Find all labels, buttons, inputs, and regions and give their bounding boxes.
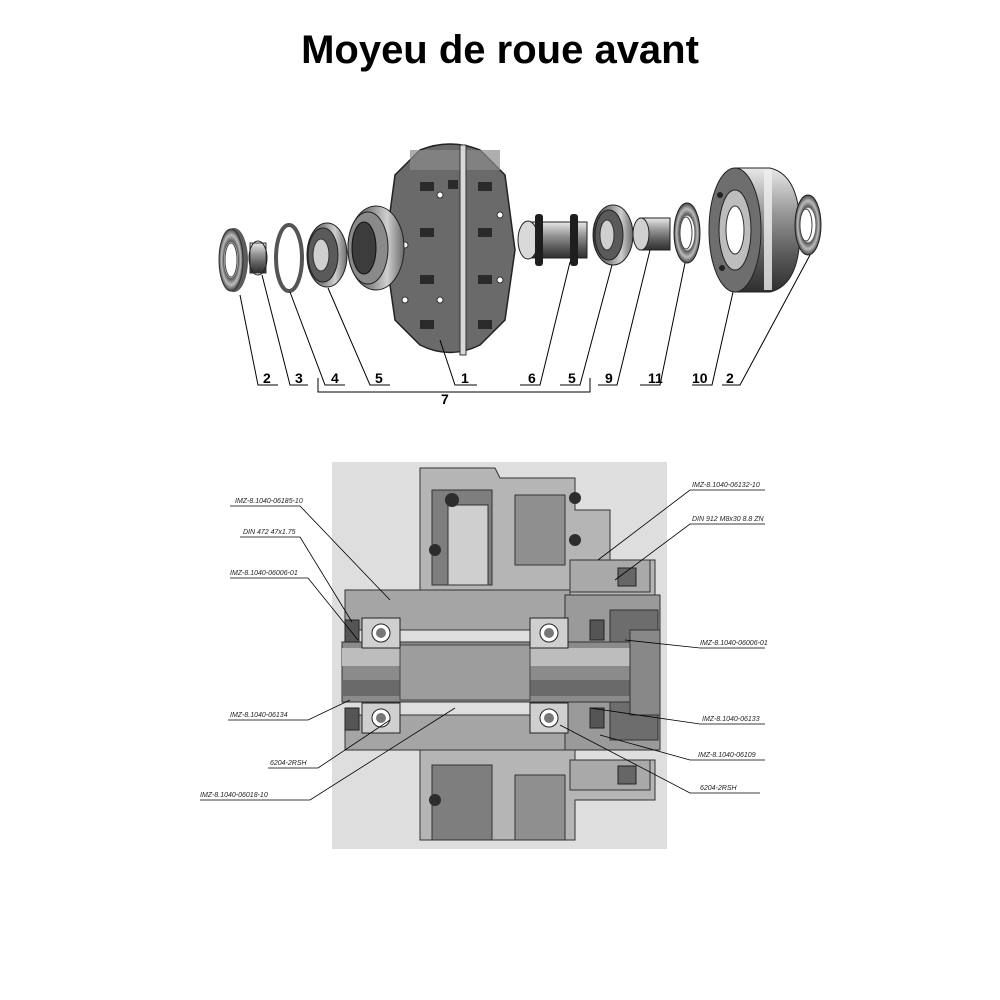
page-title: Moyeu de roue avant xyxy=(301,28,699,72)
flange-part xyxy=(708,167,801,293)
callout-4: 4 xyxy=(331,370,339,386)
bearing-part xyxy=(306,222,348,288)
seal-part xyxy=(673,202,701,264)
hub-lower-section xyxy=(419,749,656,841)
ref-label-right-4: IMZ-8.1040-06133 xyxy=(702,716,760,723)
circlip-part xyxy=(274,223,304,293)
leader-lines xyxy=(239,249,811,393)
ref-label-right-3: IMZ-8.1040-06006-01 xyxy=(700,640,768,647)
ref-label-right-1: IMZ-8.1040-06132-10 xyxy=(692,482,760,489)
ref-label-left-2: DIN 472 47x1.75 xyxy=(243,529,296,536)
callout-6: 6 xyxy=(528,370,536,386)
nut-part xyxy=(248,240,268,276)
callout-2-right: 2 xyxy=(726,370,734,386)
callout-5-left: 5 xyxy=(375,370,383,386)
callout-5-right: 5 xyxy=(568,370,576,386)
ref-label-left-3: IMZ-8.1040-06006-01 xyxy=(230,570,298,577)
bushing-part xyxy=(632,217,671,251)
spacer-sleeve-part xyxy=(517,214,588,266)
seal-section xyxy=(344,619,605,731)
callout-9: 9 xyxy=(605,370,613,386)
callout-2-left: 2 xyxy=(263,370,271,386)
callout-group-7: 7 xyxy=(441,391,449,407)
ref-label-right-2: DIN 912 M8x30 8.8 ZN xyxy=(692,516,765,523)
ref-label-left-5: 6204-2RSH xyxy=(270,760,308,767)
ref-label-left-6: IMZ-8.1040-06018-10 xyxy=(200,792,268,799)
callout-3: 3 xyxy=(295,370,303,386)
bearing-right-part xyxy=(794,194,822,256)
hub-upper-section xyxy=(419,467,656,596)
section-leader-lines xyxy=(200,489,765,801)
callout-1: 1 xyxy=(461,370,469,386)
bearing-left-part xyxy=(218,228,248,292)
ref-label-right-5: IMZ-8.1040-06109 xyxy=(698,752,756,759)
bearing-part xyxy=(592,204,634,266)
section-labels-left: IMZ-8.1040-06185-10 DIN 472 47x1.75 IMZ-… xyxy=(200,498,308,799)
callout-labels: 2 3 4 5 1 6 5 9 11 10 2 7 xyxy=(263,370,734,407)
section-labels-right: IMZ-8.1040-06132-10 DIN 912 M8x30 8.8 ZN… xyxy=(692,482,768,792)
exploded-view-diagram: 2 3 4 5 1 6 5 9 11 10 2 7 xyxy=(218,143,822,407)
ref-label-left-4: IMZ-8.1040-06134 xyxy=(230,712,288,719)
callout-10: 10 xyxy=(692,370,708,386)
ref-label-right-6: 6204-2RSH xyxy=(700,785,738,792)
hub-body-part xyxy=(347,143,516,356)
shaft-section xyxy=(341,629,661,716)
bearing-section-left xyxy=(361,617,401,734)
ref-label-left-1: IMZ-8.1040-06185-10 xyxy=(235,498,303,505)
bearing-section-right xyxy=(529,617,569,734)
callout-11: 11 xyxy=(648,370,663,386)
